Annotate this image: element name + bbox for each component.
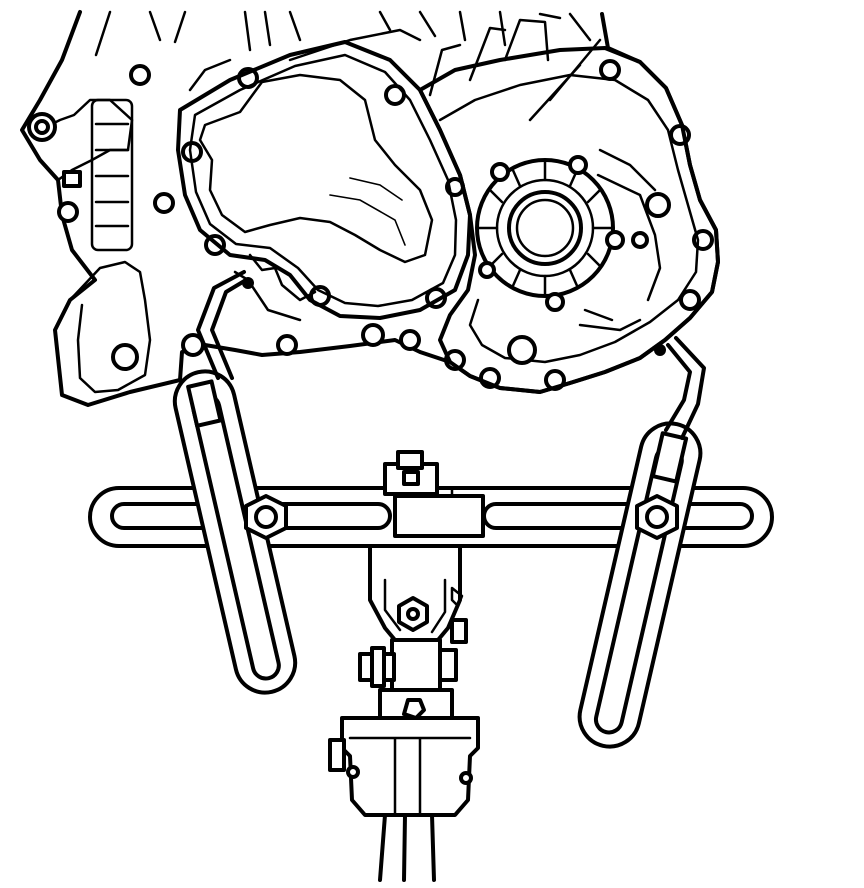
right-support-arm — [577, 336, 706, 749]
jack-adapter — [328, 544, 480, 882]
output-shaft-bearing — [475, 155, 625, 312]
left-mount-bracket — [42, 98, 134, 182]
clutch-housing-cover — [176, 40, 472, 320]
mount-bolt-hole — [111, 343, 139, 371]
crossbar-slot-right — [482, 502, 754, 530]
jack-saddle — [340, 716, 480, 817]
left-support-arm — [172, 270, 298, 695]
flange-plate-ribs — [94, 122, 130, 228]
lower-left-arm — [68, 260, 152, 394]
case-ribs-right — [578, 148, 662, 332]
cover-lower-ribs — [233, 253, 317, 322]
adapter-clip — [450, 586, 464, 608]
crossbar-center-block — [393, 494, 485, 538]
transaxle-housing — [20, 10, 720, 407]
right-clamp-nut — [635, 494, 679, 540]
jack-post — [378, 813, 436, 882]
gearbox-case-right — [418, 46, 720, 394]
cover-inner-rim — [188, 53, 458, 308]
small-hex-nut — [62, 170, 82, 188]
cover-recess — [198, 73, 434, 264]
shift-linkage-top — [428, 18, 602, 122]
center-adjust-bolt — [383, 450, 439, 496]
right-hook-rod — [664, 336, 706, 440]
left-flange-plate — [90, 98, 134, 252]
left-hook-tip — [242, 277, 254, 289]
right-hook-tip — [654, 344, 666, 356]
drain-plug — [507, 335, 537, 365]
left-hook-rod — [196, 270, 248, 380]
adapter-hex-nut — [397, 596, 429, 632]
left-clamp-nut — [244, 494, 288, 540]
